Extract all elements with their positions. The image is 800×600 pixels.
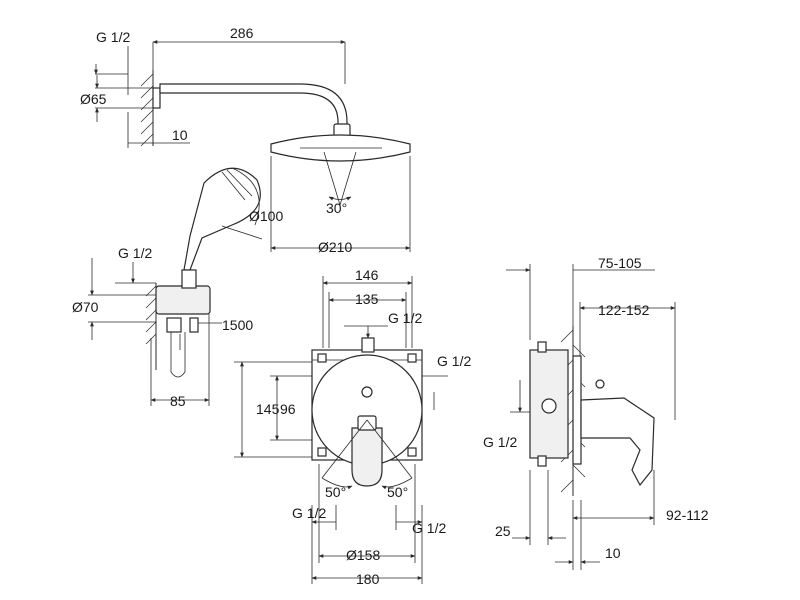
shower-arm-flange xyxy=(152,87,161,109)
mixer-lever xyxy=(351,427,383,487)
dim-rosette-depth: 10 xyxy=(605,545,621,561)
shower-arm xyxy=(159,83,348,129)
dim-outlet-thread: G 1/2 xyxy=(118,245,152,261)
dim-wall-offset: 25 xyxy=(495,523,511,539)
dim-install-depth: 75-105 xyxy=(598,255,642,271)
head-shower-view: 286 G 1/2 Ø65 10 Ø210 30° xyxy=(80,25,411,255)
dim-spray-angle: 30° xyxy=(326,200,347,216)
dim-arm-length: 286 xyxy=(230,25,254,41)
dim-holder-depth: 85 xyxy=(170,393,186,409)
dim-side-view-thread: G 1/2 xyxy=(483,434,517,450)
dim-bottom-thread-right: G 1/2 xyxy=(412,520,446,536)
dim-hand-head-diameter: Ø100 xyxy=(249,208,283,224)
dim-box-height: 145 xyxy=(256,401,280,417)
dim-box-width: 146 xyxy=(355,267,379,283)
dim-head-diameter: Ø210 xyxy=(318,239,352,255)
dim-flange-depth: 10 xyxy=(172,127,188,143)
dim-arm-thread: G 1/2 xyxy=(96,29,130,45)
valve-body xyxy=(541,398,557,414)
dim-side-thread: G 1/2 xyxy=(437,353,471,369)
dim-top-thread: G 1/2 xyxy=(388,310,422,326)
hand-shower-head xyxy=(183,167,261,271)
wall-elbow-holder xyxy=(155,285,211,315)
dim-lever-angle-right: 50° xyxy=(387,484,408,500)
dim-rosette-width: 180 xyxy=(356,571,380,587)
dim-lever-angle-left: 50° xyxy=(325,484,346,500)
mixer-side-view: 75-105 122-152 G 1/2 25 92-112 10 xyxy=(483,255,709,570)
hose-connector xyxy=(166,317,182,333)
top-inlet xyxy=(361,337,375,353)
mixer-lever-side xyxy=(580,397,655,487)
holder-clip xyxy=(189,317,199,333)
dim-elbow-diameter: Ø70 xyxy=(72,299,99,315)
hand-shower-view: 85 G 1/2 Ø70 1500 Ø100 xyxy=(72,167,283,409)
dim-install-range: 122-152 xyxy=(598,302,650,318)
dim-center-height: 96 xyxy=(280,401,296,417)
hand-shower-handle xyxy=(181,269,197,289)
dim-hose-length: 1500 xyxy=(222,317,253,333)
dim-bottom-thread-left: G 1/2 xyxy=(292,505,326,521)
rosette-side xyxy=(572,355,582,465)
dim-flange-diameter: Ø65 xyxy=(80,91,107,107)
dim-box-inner-width: 135 xyxy=(355,291,379,307)
dim-rosette-diameter: Ø158 xyxy=(346,547,380,563)
mixer-front-view: 146 135 G 1/2 G 1/2 145 96 50° 50° G 1/2 xyxy=(234,267,471,587)
dim-projection: 92-112 xyxy=(666,507,709,523)
